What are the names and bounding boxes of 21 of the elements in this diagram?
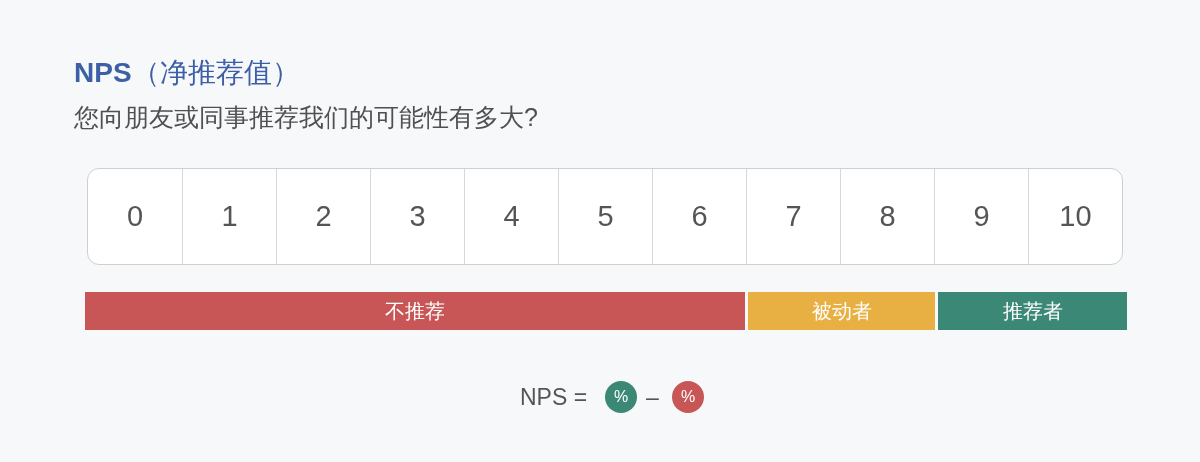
rating-option: 6	[652, 169, 746, 264]
rating-option: 8	[840, 169, 934, 264]
title: NPS（净推荐值）	[74, 56, 300, 90]
rating-option: 7	[746, 169, 840, 264]
rating-option: 3	[370, 169, 464, 264]
minus-sign: –	[646, 383, 659, 412]
percentage-token: %	[672, 381, 704, 413]
category-band: 不推荐	[85, 292, 745, 330]
rating-option: 9	[934, 169, 1028, 264]
rating-option: 10	[1028, 169, 1122, 264]
rating-scale	[87, 168, 1123, 265]
question-text: 您向朋友或同事推荐我们的可能性有多大?	[74, 102, 538, 133]
category-band: 推荐者	[938, 292, 1127, 330]
percentage-token: %	[605, 381, 637, 413]
rating-option: 1	[182, 169, 276, 264]
category-band: 被动者	[748, 292, 935, 330]
rating-option: 4	[464, 169, 558, 264]
rating-option: 5	[558, 169, 652, 264]
formula-text: NPS =	[520, 383, 588, 412]
rating-option: 0	[88, 169, 182, 264]
rating-option: 2	[276, 169, 370, 264]
